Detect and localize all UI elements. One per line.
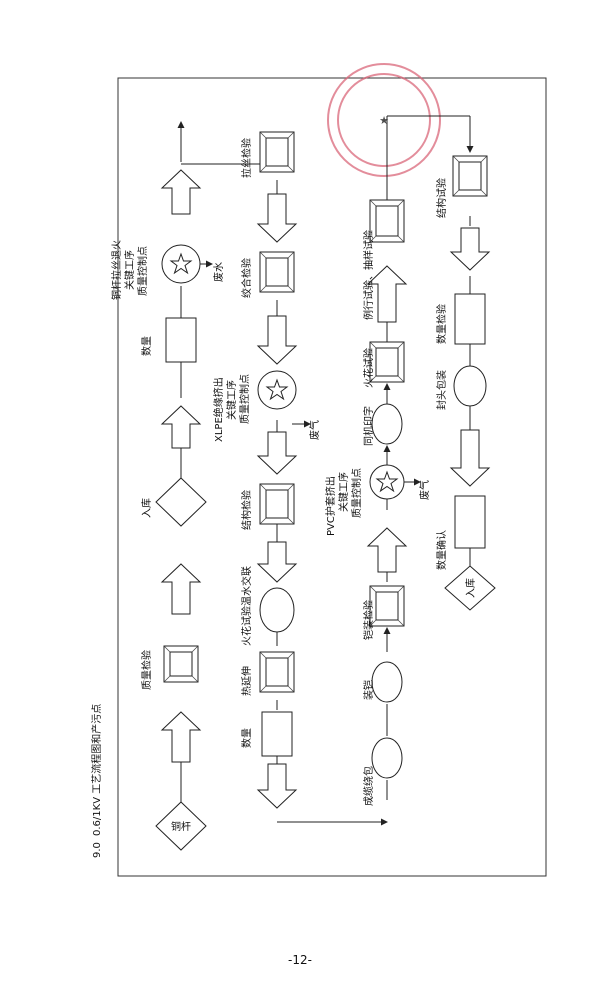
spark-test-node: 火花试验: [362, 341, 405, 388]
seal-pack-node: 封头包装: [435, 365, 487, 410]
annealing-node: 铜杆拉丝退火 关键工序 质量控制点 废水: [110, 240, 225, 300]
pvc-label-1: PVC护套挤出: [324, 476, 337, 536]
armoring-label: 装铠: [362, 680, 375, 700]
cabling-wrap-node: 成缆绕包: [362, 737, 403, 806]
heading-number-text: 9.0: [92, 842, 103, 858]
wastewater-label: 废水: [212, 262, 225, 282]
flow-arrow: [160, 711, 202, 763]
svg-text:★: ★: [379, 114, 389, 127]
flow-arrow: [449, 227, 491, 271]
quantity-confirm-node: 数量确认: [435, 495, 486, 570]
waste-gas-label-1: 废气: [308, 420, 321, 440]
structure-check-node-1: 结构检验: [240, 483, 295, 530]
flow-lines: [177, 115, 474, 826]
final-storage-node: 入库: [444, 565, 496, 611]
armor-check-node: 铠装检验: [362, 585, 405, 640]
stranding-check-node: 绞合检验: [240, 251, 295, 298]
annealing-label-3: 质量控制点: [136, 246, 149, 296]
drawing-check-label: 拉丝检验: [240, 138, 253, 178]
flow-arrow: [449, 429, 491, 487]
quantity-confirm-label: 数量确认: [435, 530, 448, 570]
armor-check-label: 铠装检验: [362, 600, 375, 640]
quantity-check-label: 数量检验: [435, 304, 448, 344]
annealing-label-1: 铜杆拉丝退火: [110, 240, 123, 300]
stranding-check-label: 绞合检验: [240, 258, 253, 298]
routine-test-node: 例行试验、抽样试验: [362, 199, 405, 320]
structure-test-node: 结构试验: [435, 155, 488, 218]
flow-arrow: [160, 169, 202, 215]
start-node: 铜杆: [155, 801, 207, 851]
warehouse-in-label: 入库: [140, 498, 153, 518]
flow-arrow: [256, 315, 298, 365]
company-seal-stamp: ★: [327, 63, 441, 177]
xlpe-node: XLPE绝缘挤出 关键工序 质量控制点 废气: [212, 370, 321, 442]
flow-arrow: [160, 405, 202, 449]
waste-gas-label-2: 废气: [418, 480, 431, 500]
hot-elongation-node: 热延伸: [240, 651, 295, 696]
diagram-frame: [117, 77, 547, 877]
flow-arrow: [256, 541, 298, 583]
flow-arrow: [256, 431, 298, 475]
pvc-label-2: 关键工序: [337, 472, 350, 512]
spark-crosslink-label: 火花试验温水交联: [240, 566, 253, 646]
synchronous-print-node: 同机印字: [362, 403, 403, 446]
final-storage-label: 入库: [464, 578, 477, 598]
armoring-node: 装铠: [362, 661, 403, 703]
cabling-wrap-label: 成缆绕包: [362, 766, 375, 806]
start-label: 铜杆: [171, 821, 191, 833]
flow-arrow: [256, 763, 298, 809]
xlpe-label-2: 关键工序: [225, 380, 238, 420]
flow-arrow: [366, 265, 408, 323]
structure-check-label-1: 结构检验: [240, 490, 253, 530]
xlpe-label-3: 质量控制点: [238, 374, 251, 424]
drawing-check-node: 拉丝检验: [240, 131, 295, 178]
spark-crosslink-node: 火花试验温水交联: [240, 566, 295, 646]
quantity-node-1: 数量: [140, 317, 197, 363]
annealing-label-2: 关键工序: [123, 250, 136, 290]
quantity-node-2: 数量: [240, 711, 293, 757]
heading-title-text: 0.6/1KV 工艺流程图和产污点: [90, 704, 103, 836]
pvc-label-3: 质量控制点: [350, 468, 363, 518]
quality-check-label: 质量检验: [140, 650, 153, 690]
page-number: -12-: [288, 953, 312, 967]
spark-test-label: 火花试验: [362, 348, 375, 388]
flow-arrow: [366, 527, 408, 573]
pvc-node: PVC护套挤出 关键工序 质量控制点 废气: [324, 464, 431, 536]
quantity-check-node: 数量检验: [435, 293, 486, 345]
flow-arrow: [256, 193, 298, 243]
routine-test-label: 例行试验、抽样试验: [362, 230, 375, 320]
seal-pack-label: 封头包装: [435, 370, 448, 410]
warehouse-in-node: 入库: [140, 477, 207, 527]
quantity-label-2: 数量: [240, 728, 253, 748]
hot-elongation-label: 热延伸: [240, 666, 253, 696]
xlpe-label-1: XLPE绝缘挤出: [212, 377, 225, 442]
flow-arrow: [160, 563, 202, 615]
structure-test-label: 结构试验: [435, 178, 448, 218]
quantity-label-1: 数量: [140, 336, 153, 356]
synchronous-print-label: 同机印字: [362, 406, 375, 446]
quality-check-node: 质量检验: [140, 645, 199, 690]
